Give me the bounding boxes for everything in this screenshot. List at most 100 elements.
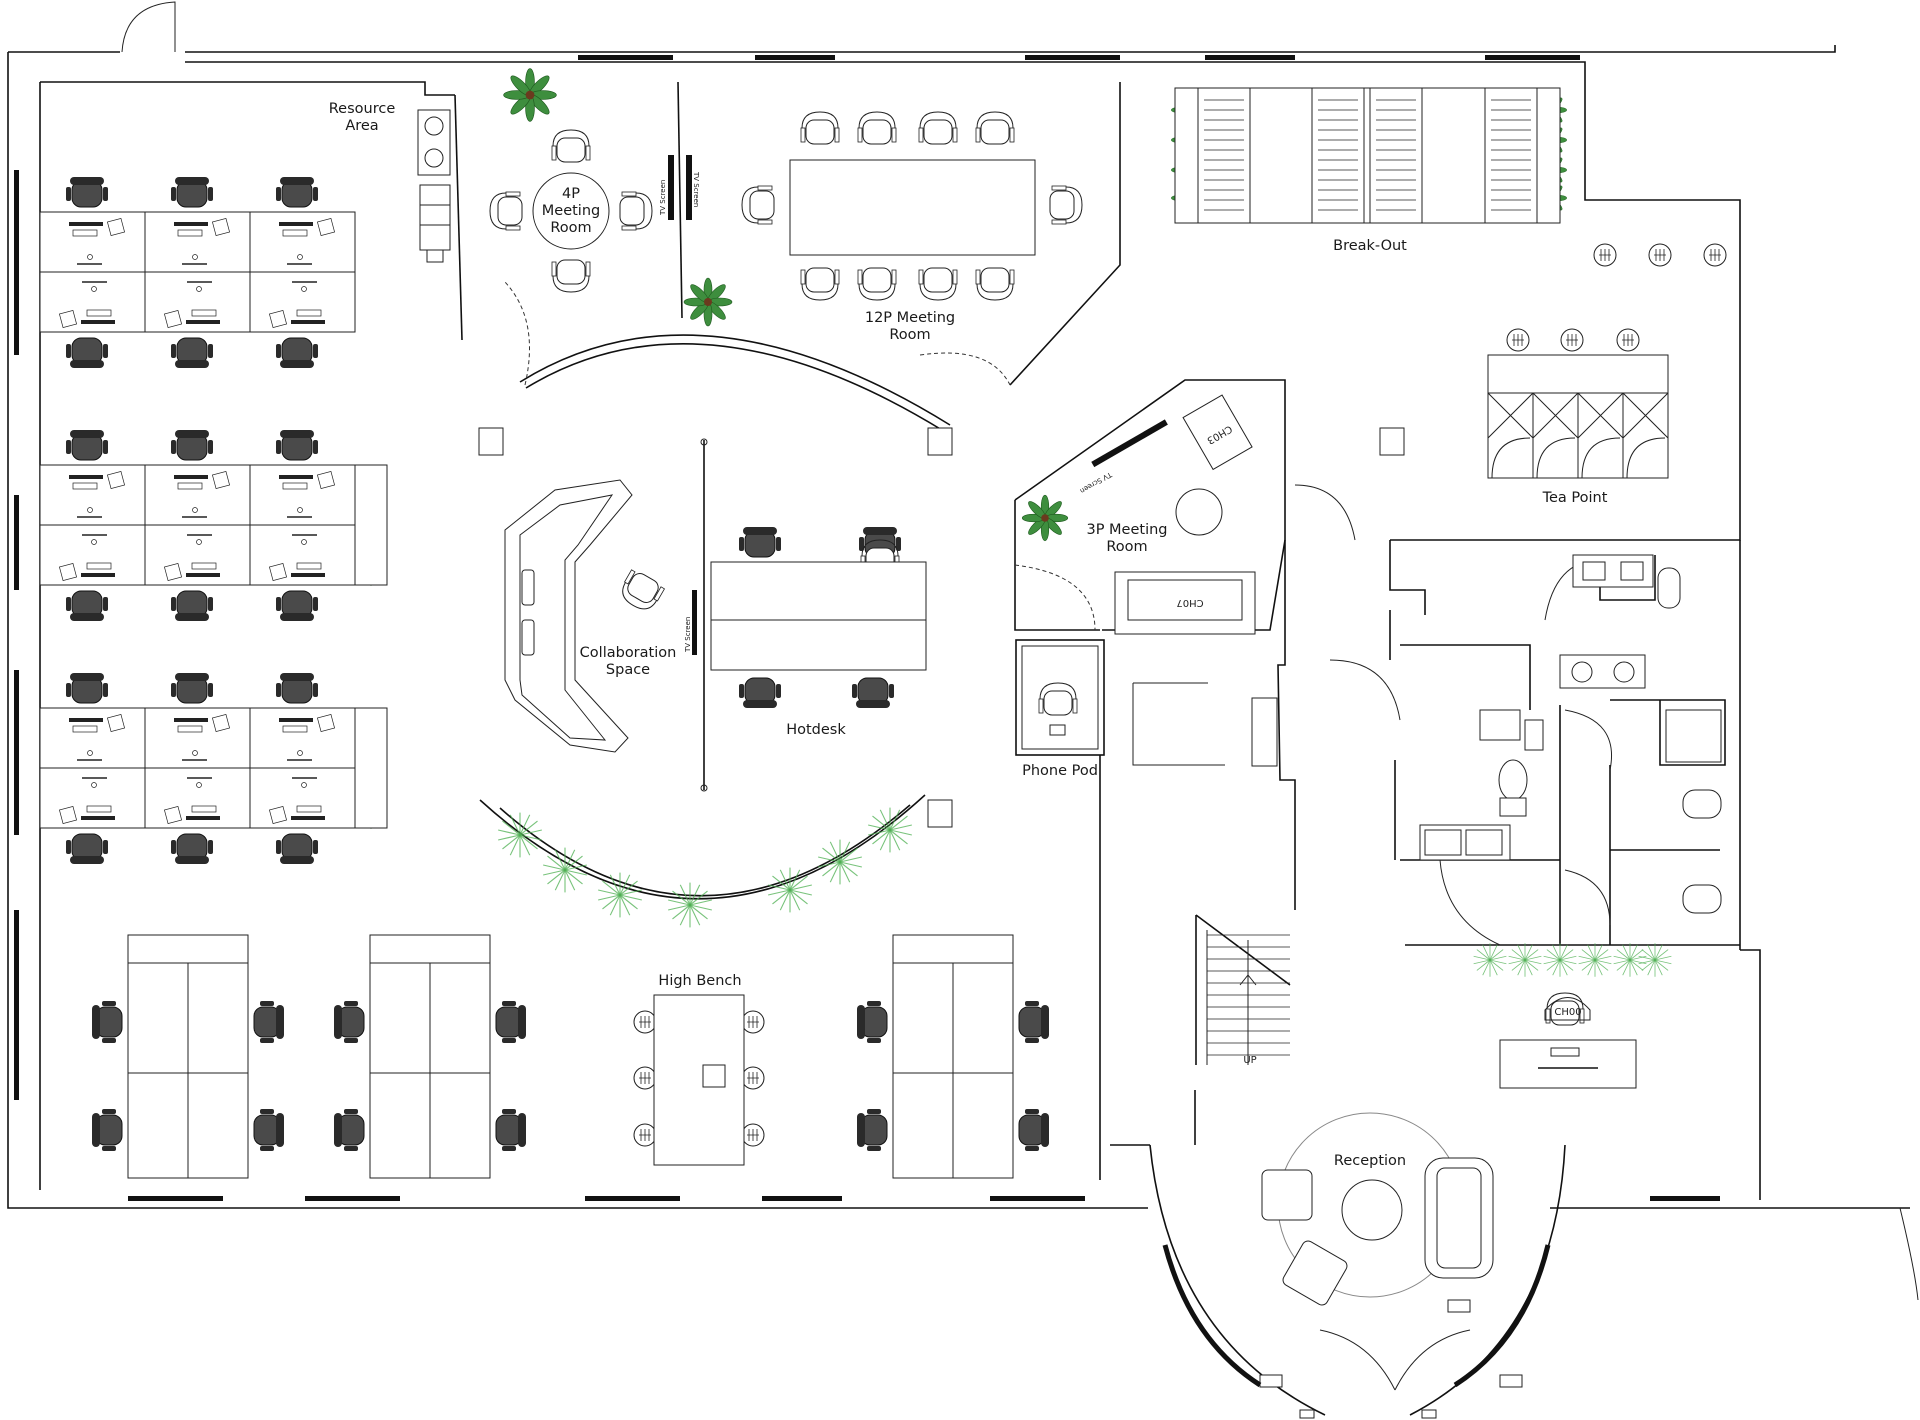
chair-arm [66, 840, 71, 854]
monitor [186, 573, 220, 577]
chair-arm [208, 187, 213, 201]
cable-port [87, 507, 93, 513]
cable-port [91, 782, 97, 788]
foliage-stroke [543, 869, 566, 876]
office-chair [495, 1109, 526, 1151]
chair-back [70, 177, 104, 185]
desk-setup [58, 281, 115, 329]
label-12p-2: Room [889, 327, 930, 343]
planter-foliage [1613, 943, 1647, 977]
chair-back [858, 111, 896, 129]
chair-arm [313, 187, 318, 201]
chair-back [175, 856, 209, 864]
foliage-stroke [547, 869, 566, 885]
foliage-stroke [889, 829, 908, 845]
foliage-stroke [1524, 959, 1542, 965]
chair-back [92, 1005, 100, 1039]
chair-back [175, 613, 209, 621]
chair-arm [1025, 1146, 1039, 1151]
chair-seat [619, 196, 645, 226]
chair-arm [757, 185, 773, 191]
planter-strip-toilets [1473, 943, 1672, 977]
planter-foliage [668, 882, 712, 928]
office-chair [171, 833, 213, 864]
foliage-stroke [1613, 955, 1631, 961]
chair-arm [208, 683, 213, 697]
chair-back [280, 360, 314, 368]
chair-arm [171, 344, 176, 358]
foliage-stroke [1508, 955, 1526, 961]
stool [1560, 328, 1584, 352]
cable-port [297, 507, 303, 513]
foliage-stroke [672, 890, 691, 906]
chair-arm [208, 597, 213, 611]
cable-port [301, 782, 307, 788]
keyboard [72, 725, 98, 733]
foliage-stroke [1559, 949, 1574, 961]
foliage-stroke [889, 824, 912, 831]
foliage-stroke [1559, 955, 1577, 961]
label-resource-area-2: Area [345, 118, 378, 134]
cable-port [301, 286, 307, 292]
foliage-stroke [1511, 949, 1526, 961]
foliage-stroke [509, 814, 521, 836]
foliage-stroke [1616, 959, 1631, 971]
label-4p-1: 4P [562, 186, 580, 202]
foliage-stroke [679, 884, 691, 906]
chair-back [70, 856, 104, 864]
chair-arm [621, 191, 637, 197]
foliage-stroke [509, 834, 521, 856]
keyboard [296, 309, 322, 317]
chair-arm [776, 684, 781, 698]
foliage-stroke [564, 849, 576, 871]
chair-arm [313, 683, 318, 697]
planter-foliage [1578, 943, 1612, 977]
label-high-bench: High Bench [658, 973, 741, 989]
foliage-stroke [789, 875, 808, 891]
foliage-stroke [1629, 955, 1647, 961]
foliage-stroke [1559, 944, 1568, 961]
foliage-stroke [1594, 959, 1612, 965]
monitor [291, 320, 325, 324]
foliage-stroke [829, 861, 841, 883]
label-3p-1: 3P Meeting [1086, 522, 1167, 538]
chair-back [175, 673, 209, 681]
foliage-stroke [1473, 959, 1491, 965]
chair-arm [502, 1001, 516, 1006]
meeting-chair [741, 185, 775, 225]
foliage-stroke [1489, 944, 1498, 961]
foliage-stroke [889, 829, 912, 836]
foliage-stroke [1638, 959, 1656, 965]
foliage-stroke [502, 834, 521, 850]
foliage-stroke [564, 869, 576, 891]
chair-back [280, 613, 314, 621]
planter-foliage [1473, 943, 1507, 977]
cable-port [196, 782, 202, 788]
paper [211, 470, 231, 490]
desk-setup [69, 713, 126, 761]
chair-arm [66, 440, 71, 454]
phone-pod-inner [1021, 645, 1099, 750]
paper [58, 309, 78, 329]
desk-setup [279, 470, 336, 518]
foliage-stroke [1616, 949, 1631, 961]
chair-back [276, 1113, 284, 1147]
desk-setup [174, 713, 231, 761]
monitor [279, 475, 313, 479]
foliage-stroke [1587, 959, 1596, 976]
foliage-stroke [872, 815, 891, 831]
office-chair [334, 1109, 365, 1151]
foliage-stroke [554, 849, 566, 871]
foliage-stroke [1511, 959, 1526, 971]
chair-arm [260, 1038, 274, 1043]
desk-setup [279, 217, 336, 265]
tv-screen-4p [668, 155, 692, 220]
chair-back [552, 275, 590, 293]
foliage-stroke [768, 884, 791, 891]
planter-foliage [498, 812, 542, 858]
foliage-stroke [1543, 955, 1561, 961]
office-chair [276, 833, 318, 864]
foliage-stroke [619, 880, 638, 896]
office-chair [276, 337, 318, 368]
